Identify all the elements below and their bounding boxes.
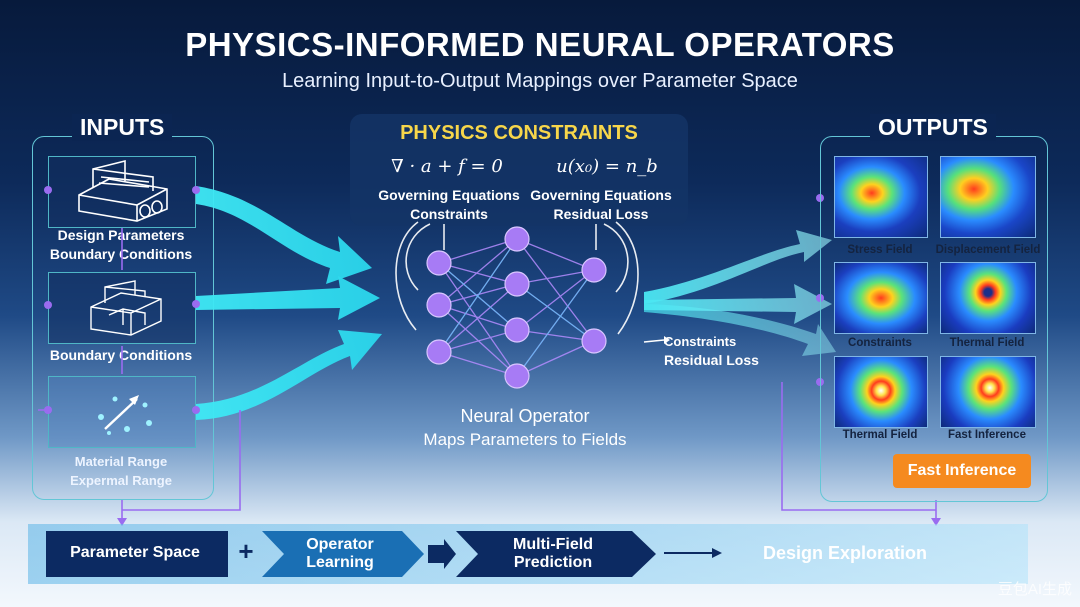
network-node [426,292,452,318]
network-edges-glow [438,238,595,377]
field-label-thermal-ring: Thermal Field [949,337,1025,349]
physics-feedback-arrows [395,221,639,335]
physics-left-line2: Constraints [410,206,488,222]
field-label-thermal: Thermal Field [842,429,918,441]
pipeline-step-parameter: Parameter Space [70,544,200,561]
network-node [504,226,530,252]
network-caption: Neural Operator Maps Parameters to Field… [380,404,670,452]
pipeline-step-operator-line1: Operator [306,536,374,553]
constraints-arrow [643,339,665,343]
scatter-arrow-icon [98,395,152,435]
physics-box [350,114,688,226]
inputs-heading: INPUTS [72,114,173,141]
pipeline-step-exploration: Design Exploration [762,543,928,563]
output-arrow-middle [644,284,832,324]
network-node [426,250,452,276]
pipeline-step-prediction: Multi-Field Prediction [480,536,626,572]
physics-left-line1: Governing Equations [378,187,520,203]
network-side-label: Constraints Residual Loss [664,332,760,370]
network-node [504,363,530,389]
input-cell-design [48,156,196,228]
physics-right-line1: Governing Equations [530,187,672,203]
field-label-stress: Stress Field [847,244,913,256]
input-label-design: Design Parameters Boundary Conditions [40,226,202,264]
fast-inference-badge: Fast Inference [893,454,1031,488]
output-flow-arrows [644,230,836,356]
pipeline-step-prediction-line2: Prediction [513,554,593,571]
network-nodes [426,226,607,389]
input-label-material: Material Range Expermal Range [40,452,202,490]
input-flow-arrows [196,186,382,420]
physics-heading: PHYSICS CONSTRAINTS [400,122,638,144]
field-label-displacement: Displacement Field [935,244,1041,256]
pipeline-step-prediction-line1: Multi-Field [513,536,593,553]
field-tile-constraints [834,262,928,334]
field-tile-thermal-ring [940,262,1036,334]
input-connector-dots [44,186,200,526]
field-tile-inference [940,356,1036,428]
pipeline-step-operator: Operator Learning [284,536,396,572]
pipeline-plus: + [238,536,254,566]
network-node [504,317,530,343]
network-node [426,339,452,365]
outputs-heading: OUTPUTS [870,114,996,141]
network-node [581,257,607,283]
pipeline-step-prediction-shape [456,531,656,577]
field-label-constraints: Constraints [848,337,912,349]
physics-right-label: Governing Equations Residual Loss [516,186,686,224]
network-node [581,328,607,354]
field-tile-stress [834,156,928,238]
physics-left-label: Governing Equations Constraints [356,186,542,224]
input-label-material-line1: Material Range [74,454,168,469]
network-side-line1: Constraints [664,334,737,349]
input-arrow-middle [196,276,380,320]
input-arrow-top [196,186,372,284]
output-arrow-bottom [644,304,836,356]
page-subtitle: Learning Input-to-Output Mappings over P… [282,70,798,92]
field-tile-thermal [834,356,928,428]
field-tile-displacement [940,156,1036,238]
network-side-line2: Residual Loss [664,352,759,368]
network-caption-line2: Maps Parameters to Fields [423,430,627,449]
input-label-boundary: Boundary Conditions [49,347,193,363]
watermark: 豆包AI生成 [997,581,1072,598]
pipeline-arrow-small [428,539,456,569]
input-label-design-line2: Boundary Conditions [49,246,193,262]
input-label-design-line1: Design Parameters [57,227,185,243]
wireframe-box-icon [90,280,162,336]
pipeline-step-parameter-shape [46,531,228,577]
page-title: PHYSICS-INFORMED NEURAL OPERATORS [185,26,895,63]
input-arrow-bottom [196,330,382,420]
mechanical-part-icon [78,159,168,222]
input-label-material-line2: Expermal Range [70,473,172,488]
network-caption-line1: Neural Operator [460,406,590,426]
network-node [504,271,530,297]
output-arrow-top [644,230,832,304]
physics-equation-right: u(x₀) = n_b [556,156,658,177]
pipeline-step-operator-shape [262,531,424,577]
physics-equation-left: ∇ · a + f = 0 [391,156,503,177]
physics-right-line2: Residual Loss [553,206,649,222]
pipeline-step-operator-line2: Learning [306,554,374,571]
output-connectors [781,382,937,520]
input-cell-boundary [48,272,196,344]
field-label-inference: Fast Inference [948,429,1026,441]
